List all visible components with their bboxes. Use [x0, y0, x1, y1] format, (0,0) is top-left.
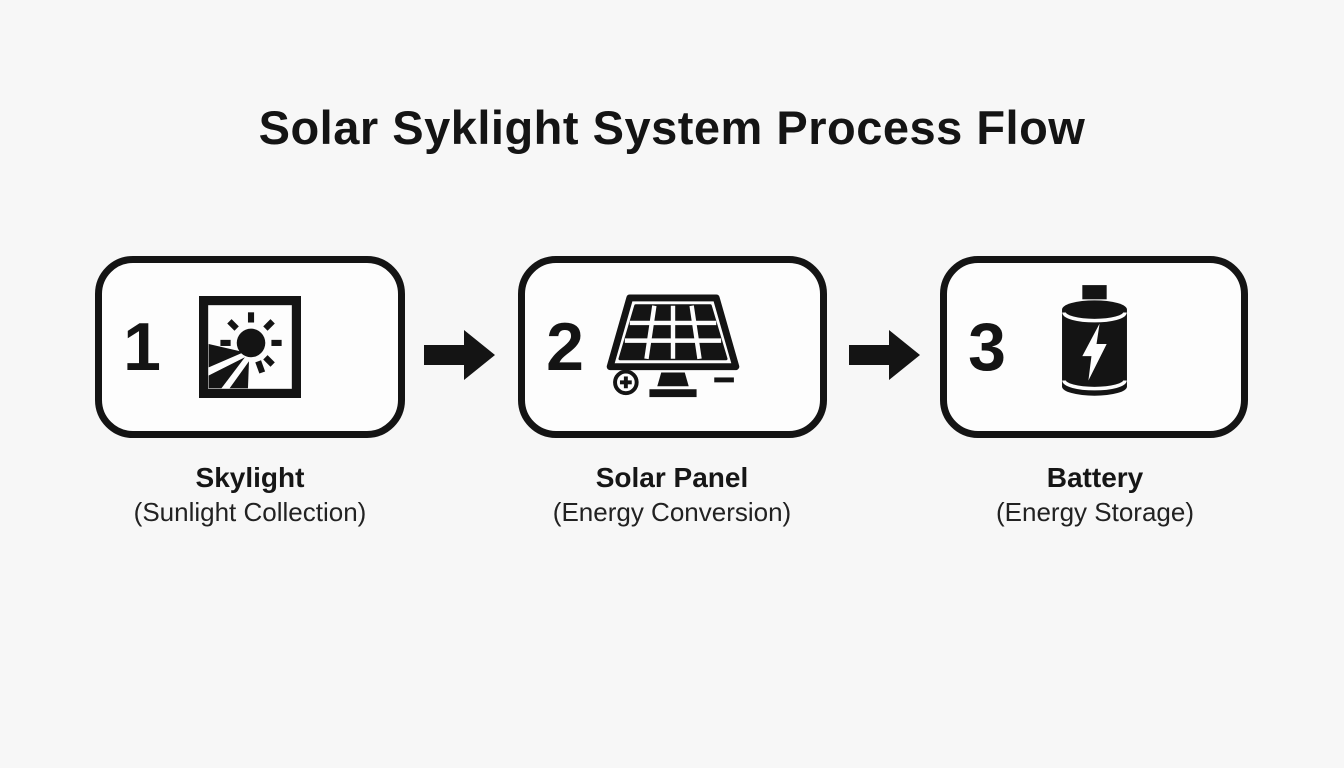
solar-panel-icon [604, 292, 742, 402]
step-label-skylight: Skylight (Sunlight Collection) [50, 461, 450, 529]
arrow-right-icon [849, 329, 921, 381]
step-title: Skylight [195, 462, 305, 493]
step-number: 2 [546, 309, 584, 385]
step-subtitle: (Energy Storage) [996, 497, 1194, 527]
step-title: Battery [1046, 462, 1144, 493]
arrow-right-icon [424, 329, 496, 381]
page-title: Solar Syklight System Process Flow [258, 101, 1086, 154]
step-subtitle: (Energy Conversion) [552, 497, 792, 527]
step-title: Solar Panel [595, 462, 749, 493]
step-number: 3 [968, 309, 1006, 385]
skylight-icon [199, 296, 301, 398]
step-label-battery: Battery (Energy Storage) [895, 461, 1295, 529]
step-box-skylight: 1 [95, 256, 405, 438]
step-box-battery: 3 [940, 256, 1248, 438]
step-label-solar-panel: Solar Panel (Energy Conversion) [472, 461, 872, 529]
step-subtitle: (Sunlight Collection) [133, 497, 367, 527]
battery-icon [1060, 285, 1129, 409]
step-box-solar-panel: 2 [518, 256, 827, 438]
step-number: 1 [123, 309, 161, 385]
